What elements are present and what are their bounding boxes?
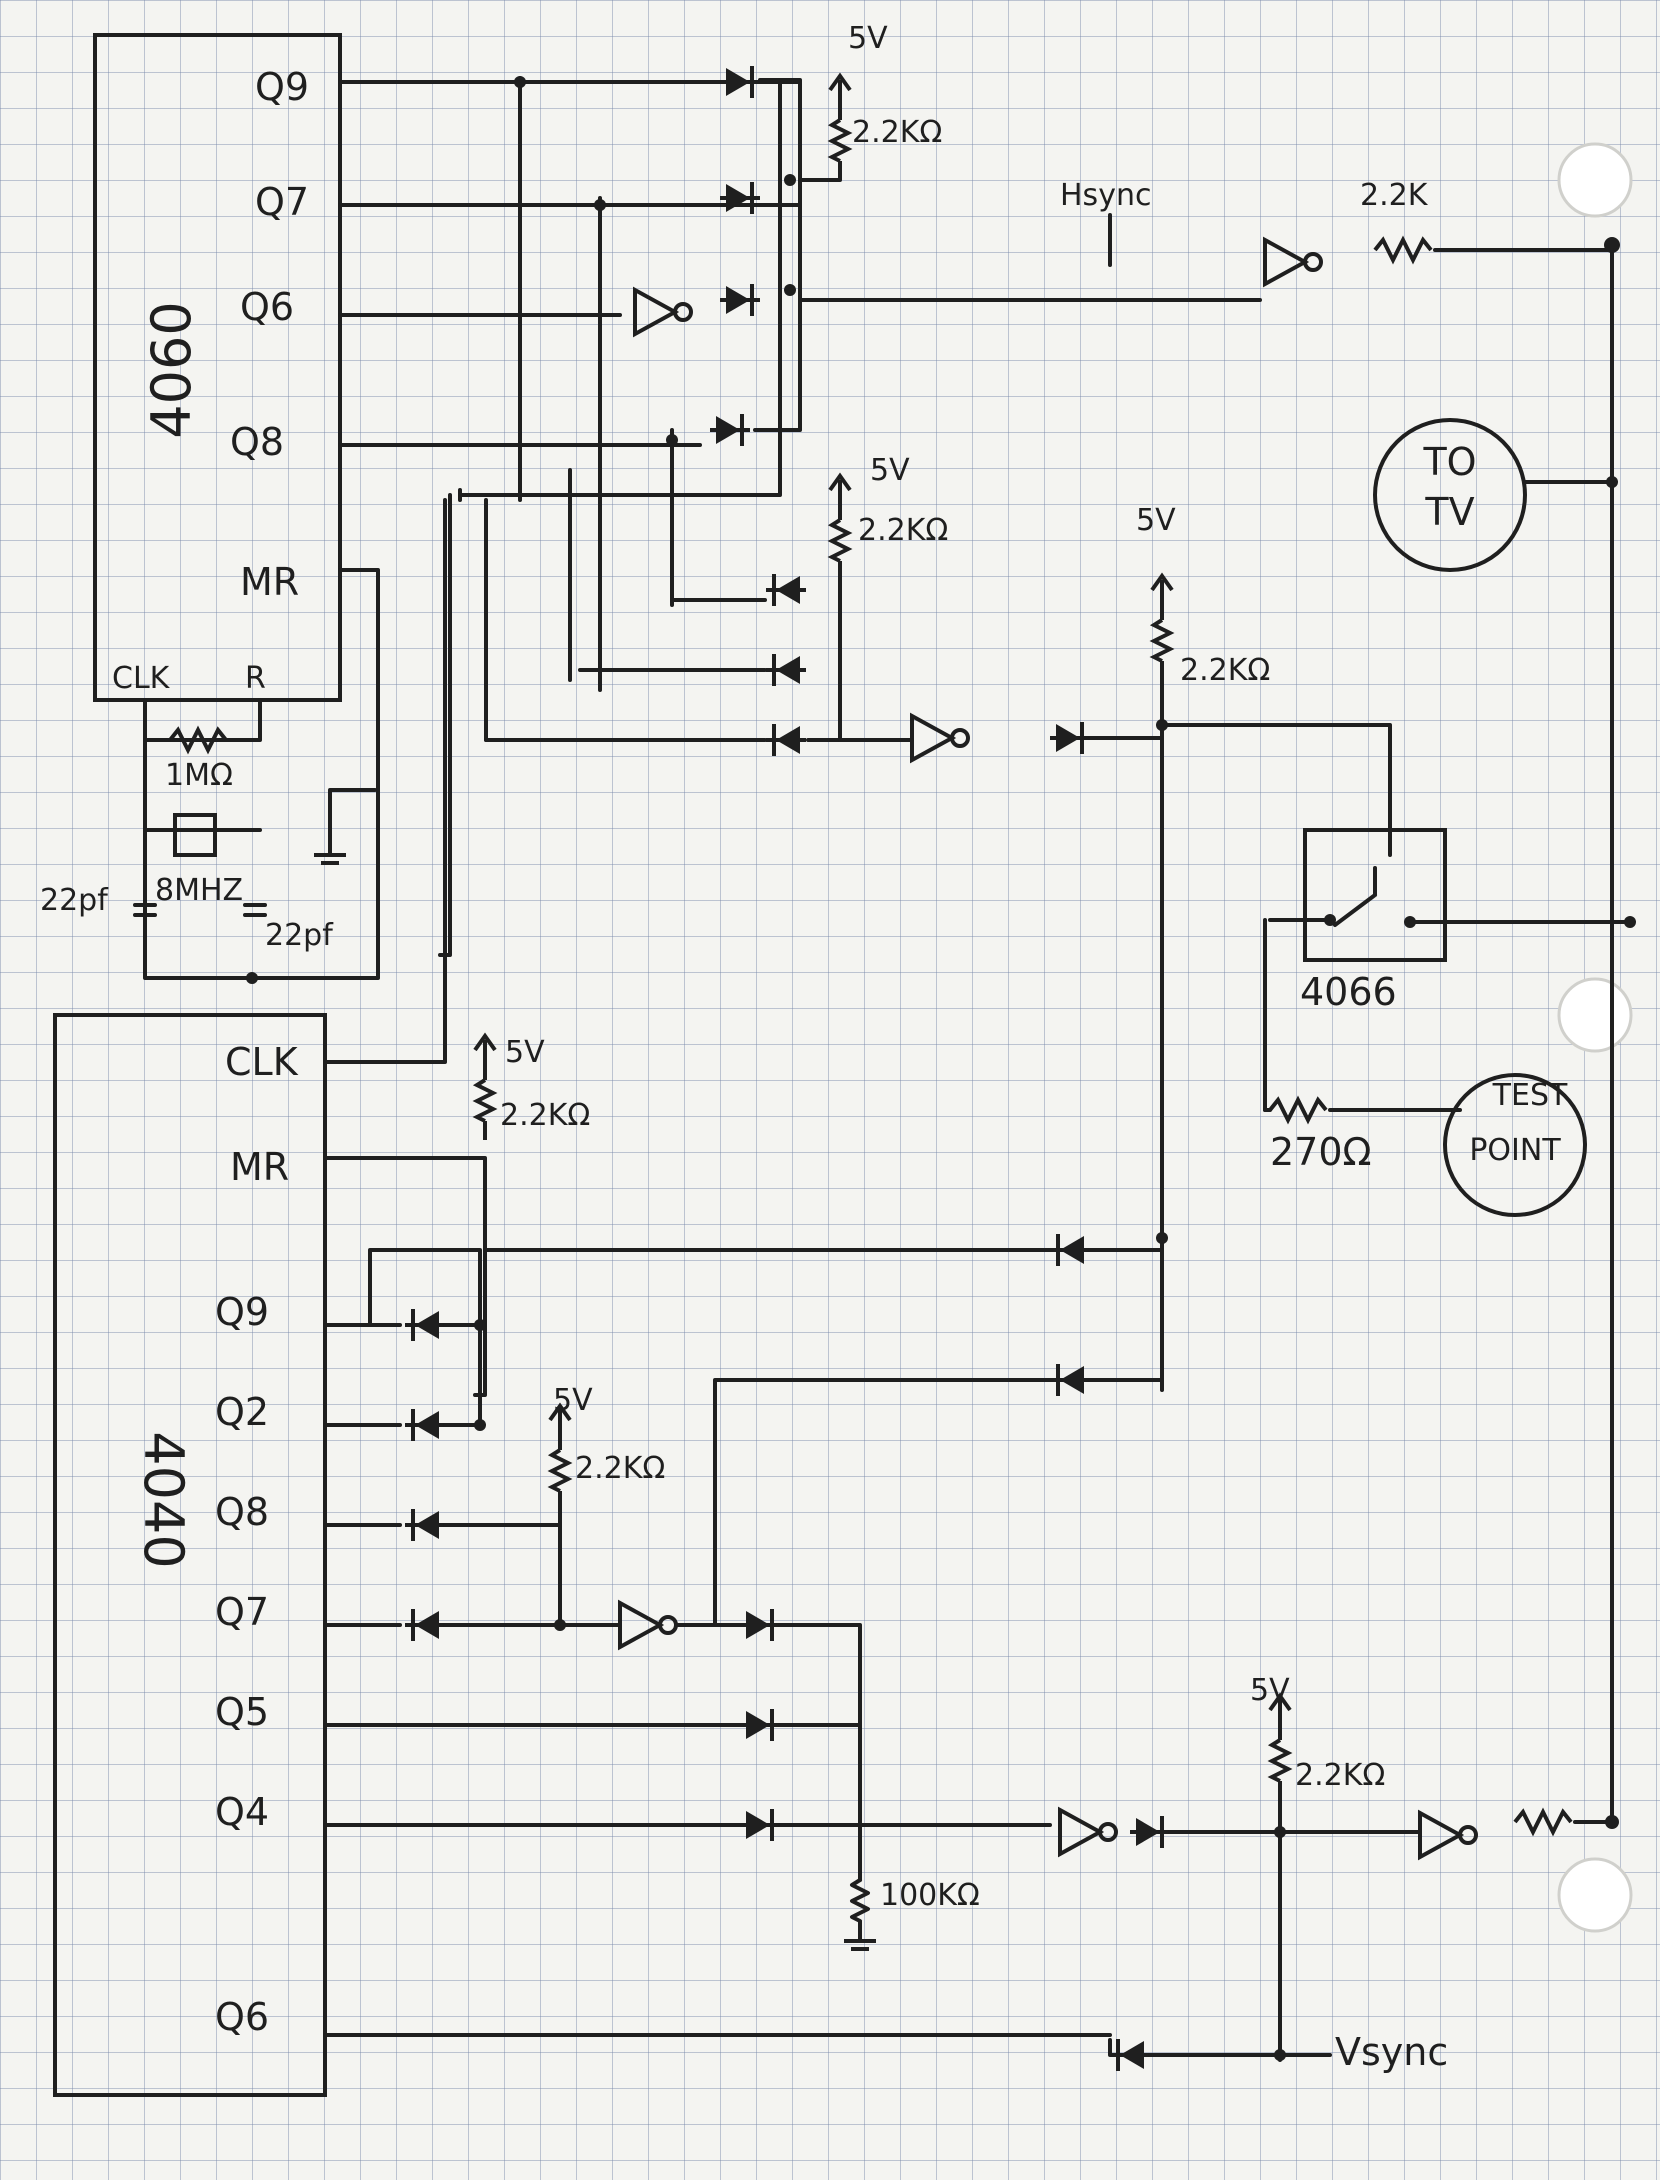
- ic-bottom-pin-q9: Q9: [215, 1290, 269, 1334]
- ic-bottom-body: [53, 1013, 327, 2097]
- diode: [403, 1307, 447, 1343]
- ic-top-pin-q9: Q9: [255, 65, 309, 109]
- diode: [403, 1407, 447, 1443]
- supply-label: 5V: [848, 21, 888, 56]
- resistor: [1373, 238, 1433, 262]
- diode: [764, 572, 808, 608]
- to-tv-line2: TV: [1424, 490, 1474, 534]
- resistor: [1268, 1098, 1328, 1122]
- supply-label: 5V: [1136, 503, 1176, 538]
- diode: [1048, 1232, 1092, 1268]
- osc-crystal-label: 8MHZ: [155, 873, 243, 908]
- top-or-node: [438, 78, 782, 957]
- pullup-resistor: [473, 1034, 497, 1142]
- diode: [718, 180, 762, 216]
- diode: [764, 722, 808, 758]
- pullup-resistor: [548, 1404, 572, 1512]
- top-diode-or: [753, 78, 1262, 432]
- ic-top-pin-r: R: [245, 661, 266, 696]
- supply-label: 5V: [553, 1383, 593, 1418]
- inverter: [618, 1601, 678, 1649]
- supply-label: 5V: [1250, 1673, 1290, 1708]
- pullup-resistor: [828, 74, 852, 182]
- diode: [708, 412, 752, 448]
- pullup-label: 2.2KΩ: [575, 1451, 665, 1486]
- diode: [403, 1607, 447, 1643]
- pullup-label: 2.2KΩ: [858, 513, 948, 548]
- ic-top-pin-q7: Q7: [255, 180, 309, 224]
- inverter: [1418, 1811, 1478, 1859]
- inverter: [633, 288, 693, 336]
- diode: [1108, 2037, 1152, 2073]
- diode: [718, 64, 762, 100]
- ic-bottom-pin-mr: MR: [230, 1145, 289, 1189]
- ic-bottom-pin-q4: Q4: [215, 1790, 269, 1834]
- ground: [842, 1919, 878, 1951]
- ic-top-pin-q6: Q6: [240, 285, 294, 329]
- test-resistor-label: 270Ω: [1270, 1130, 1372, 1174]
- ic-top-pin-mr: MR: [240, 560, 299, 604]
- ic-top-pin-q8: Q8: [230, 420, 284, 464]
- diode: [738, 1707, 782, 1743]
- pullup-resistor: [1268, 1694, 1292, 1802]
- hsync-label: Hsync: [1060, 178, 1151, 213]
- diode: [764, 652, 808, 688]
- top-ic-output-wires: [338, 80, 802, 447]
- pullup-resistor: [828, 474, 852, 582]
- pullup-label: 2.2KΩ: [1295, 1758, 1385, 1793]
- ground: [312, 833, 348, 865]
- diode: [718, 282, 762, 318]
- pulldown-label: 100KΩ: [880, 1878, 980, 1913]
- diode: [1128, 1814, 1172, 1850]
- ic-top-pin-clk: CLK: [112, 661, 171, 696]
- ic-bottom-pin-q5: Q5: [215, 1690, 269, 1734]
- top-bus-wires: [484, 76, 674, 742]
- diode: [1048, 1362, 1092, 1398]
- punch-hole: [1557, 142, 1633, 218]
- test-point-line2: POINT: [1469, 1133, 1561, 1168]
- diode: [738, 1807, 782, 1843]
- diode: [403, 1507, 447, 1543]
- ic-top-body: [93, 33, 342, 702]
- pullup-resistor: [1150, 574, 1174, 682]
- test-point-line1: TEST: [1492, 1078, 1568, 1113]
- diode: [738, 1607, 782, 1643]
- pullup-label: 2.2KΩ: [852, 115, 942, 150]
- pullup-label: 2.2KΩ: [1180, 653, 1270, 688]
- osc-cap-right-label: 22pf: [265, 918, 334, 953]
- inverter: [1058, 1808, 1118, 1856]
- crystal: [173, 813, 217, 857]
- punch-hole: [1557, 1857, 1633, 1933]
- ic-bottom-pin-clk: CLK: [225, 1040, 299, 1084]
- ic-bottom-pin-q7: Q7: [215, 1590, 269, 1634]
- inverter: [1263, 238, 1323, 286]
- osc-cap-left-label: 22pf: [40, 883, 109, 918]
- ic-bottom-pin-q6: Q6: [215, 1995, 269, 2039]
- punch-hole: [1557, 977, 1633, 1053]
- oscillator-wires: [143, 568, 380, 980]
- ic-bottom-name: 4040: [132, 1431, 195, 1568]
- inverter: [910, 714, 970, 762]
- ic-bottom-pin-q2: Q2: [215, 1390, 269, 1434]
- pulldown-resistor: [850, 1878, 870, 1923]
- resistor: [1513, 1810, 1573, 1834]
- osc-resistor-label: 1MΩ: [165, 758, 233, 793]
- switch-ic-label: 4066: [1300, 970, 1397, 1014]
- supply-label: 5V: [505, 1035, 545, 1070]
- to-tv-line1: TO: [1422, 440, 1476, 484]
- switch-4066: [1303, 828, 1447, 962]
- vsync-label: Vsync: [1335, 2030, 1448, 2074]
- ic-top-name: 4060: [140, 301, 203, 438]
- supply-label: 5V: [870, 453, 910, 488]
- diode: [1048, 720, 1092, 756]
- to-tv-connector: [1373, 418, 1527, 572]
- hsync-resistor-label: 2.2K: [1360, 178, 1429, 213]
- bottom-clk-mr-wires: [323, 498, 487, 1397]
- test-point-connector: [1443, 1073, 1587, 1217]
- ic-bottom-pin-q8: Q8: [215, 1490, 269, 1534]
- pullup-label: 2.2KΩ: [500, 1098, 590, 1133]
